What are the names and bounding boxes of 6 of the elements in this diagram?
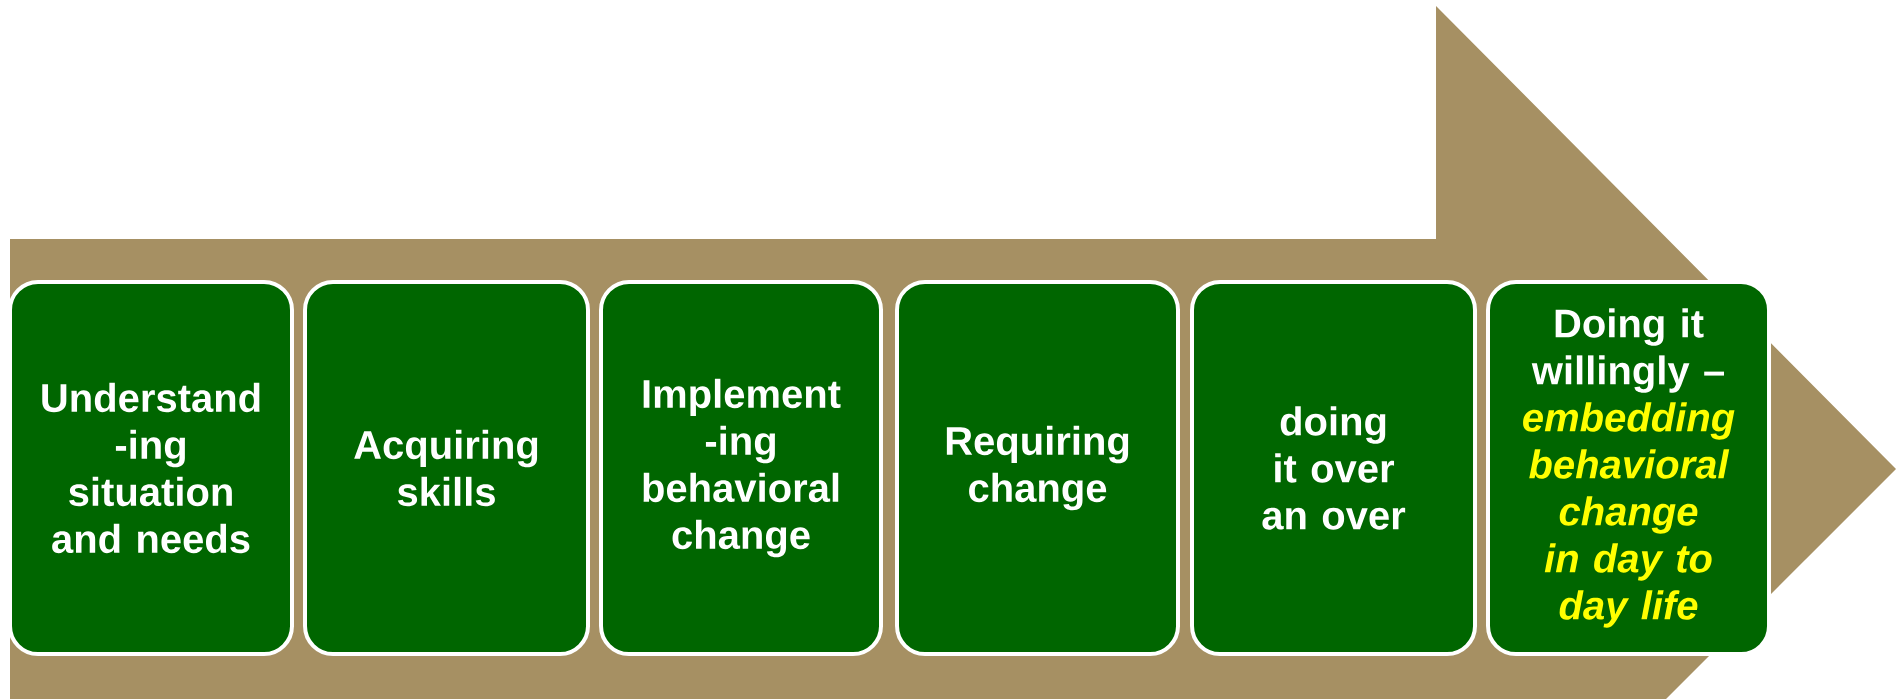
step-box: Doing it willingly – embedding behavioral change in day to day life — [1486, 280, 1771, 656]
step-box: Implement -ing behavioral change — [599, 280, 883, 656]
step-box: Acquiring skills — [303, 280, 590, 656]
step-box: doing it over an over — [1190, 280, 1477, 656]
step-box: Requiring change — [895, 280, 1180, 656]
step-box: Understand -ing situation and needs — [8, 280, 294, 656]
